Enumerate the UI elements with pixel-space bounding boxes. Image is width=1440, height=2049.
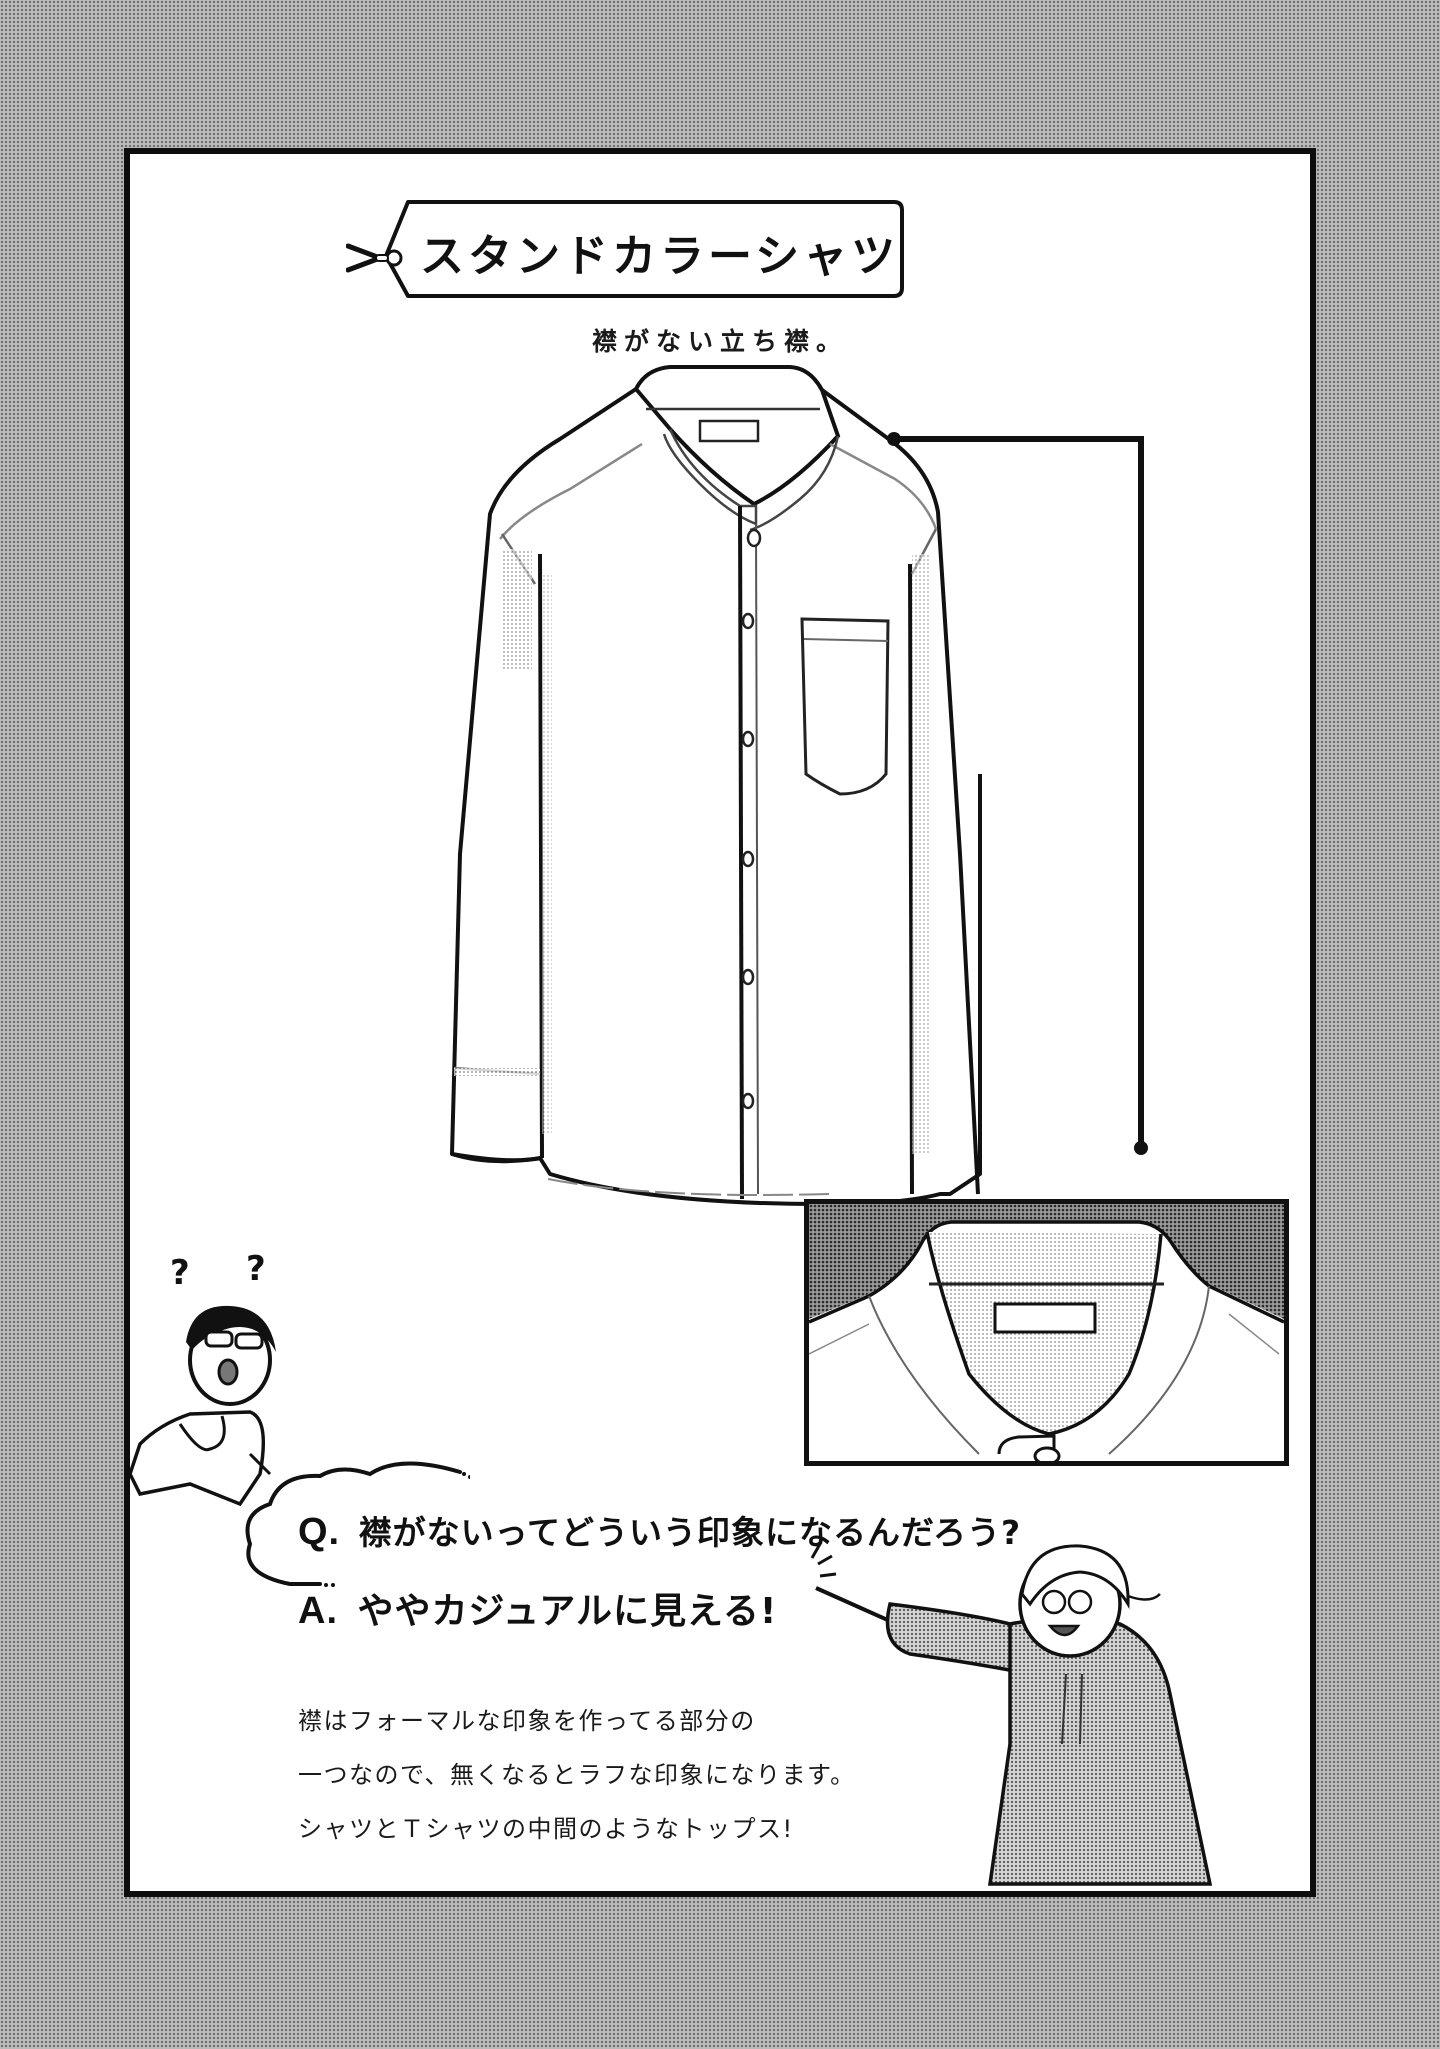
page-title: スタンドカラーシャツ bbox=[420, 231, 900, 282]
answer-prefix: A. bbox=[298, 1590, 338, 1632]
title-tag bbox=[384, 200, 904, 298]
explanation-line: シャツとＴシャツの中間のようなトップス! bbox=[298, 1815, 794, 1843]
page-frame: スタンドカラーシャツ 襟がない立ち襟。 bbox=[124, 148, 1316, 1897]
explanation-line: 襟はフォーマルな印象を作ってる部分の bbox=[298, 1707, 756, 1735]
answer-text: ややカジュアルに見える! bbox=[357, 1591, 778, 1632]
answer-line: A. ややカジュアルに見える! bbox=[298, 1582, 777, 1634]
explanation-line: 一つなので、無くなるとラフな印象になります。 bbox=[298, 1761, 856, 1789]
scissors-icon bbox=[346, 243, 403, 273]
question-mark-icon: ? bbox=[170, 1253, 190, 1293]
explanation-text: 襟はフォーマルな印象を作ってる部分の 一つなので、無くなるとラフな印象になります… bbox=[298, 1694, 856, 1856]
page-subtitle: 襟がない立ち襟。 bbox=[591, 327, 848, 356]
question-text: 襟がないってどういう印象になるんだろう? bbox=[358, 1513, 1022, 1552]
question-mark-icon: ? bbox=[246, 1249, 266, 1289]
teacher-character bbox=[810, 1544, 1213, 1886]
question-line: Q. 襟がないってどういう印象になるんだろう? bbox=[298, 1506, 1021, 1554]
question-prefix: Q. bbox=[298, 1511, 341, 1553]
thought-bubble bbox=[245, 1452, 470, 1587]
shirt-illustration bbox=[450, 365, 1148, 1206]
collar-closeup-panel bbox=[804, 1199, 1289, 1466]
collar-closeup-drawing bbox=[809, 1204, 1284, 1461]
confused-character: ? ? bbox=[130, 1249, 276, 1507]
